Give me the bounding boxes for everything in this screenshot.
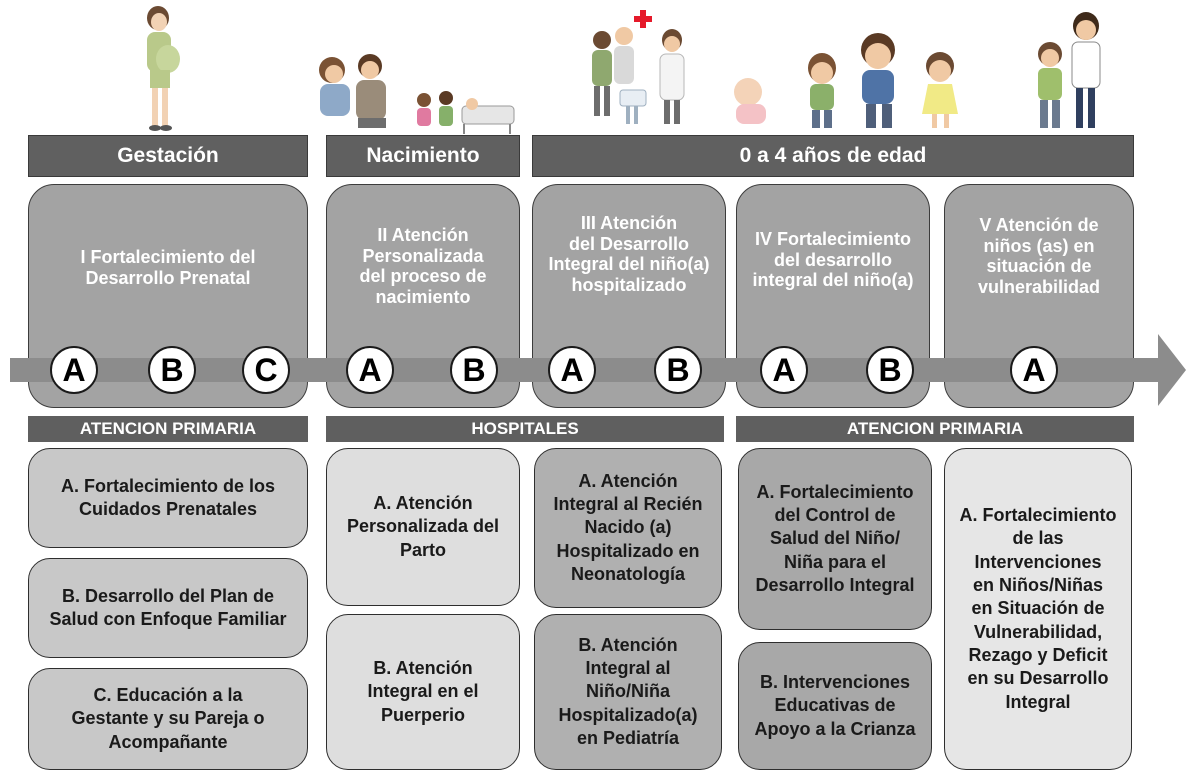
stage-header-0-4-years: 0 a 4 años de edad <box>532 135 1134 177</box>
category-hospitales: HOSPITALES <box>326 416 724 442</box>
badge-s5-a: A <box>1010 346 1058 394</box>
young-children-illustration <box>734 33 958 128</box>
older-children-illustration <box>1038 12 1101 128</box>
badge-s4-a: A <box>760 346 808 394</box>
component-g2-a: A. Atención Personalizada del Parto <box>326 448 520 606</box>
badge-s2-a: A <box>346 346 394 394</box>
pregnant-woman-illustration <box>147 6 180 131</box>
component-g2-b: B. Atención Integral en el Puerperio <box>326 614 520 770</box>
badge-s1-a: A <box>50 346 98 394</box>
component-g3-b: B. Atención Integral al Niño/Niña Hospit… <box>534 614 722 770</box>
badge-s1-c: C <box>242 346 290 394</box>
component-g1-c: C. Educación a la Gestante y su Pareja o… <box>28 668 308 770</box>
section-ii-birth: II Atención Personalizada del proceso de… <box>326 184 520 408</box>
badge-s3-a: A <box>548 346 596 394</box>
badge-s3-b: B <box>654 346 702 394</box>
timeline-arrowhead-icon <box>1158 334 1186 406</box>
stage-header-nacimiento: Nacimiento <box>326 135 520 177</box>
component-g1-a: A. Fortalecimiento de los Cuidados Prena… <box>28 448 308 548</box>
component-g4-b: B. Intervenciones Educativas de Apoyo a … <box>738 642 932 770</box>
badge-s2-b: B <box>450 346 498 394</box>
family-birth-illustration <box>319 54 515 134</box>
hospital-staff-illustration <box>592 10 685 124</box>
category-atencion-primaria-left: ATENCION PRIMARIA <box>28 416 308 442</box>
category-atencion-primaria-right: ATENCION PRIMARIA <box>736 416 1134 442</box>
component-g3-a: A. Atención Integral al Recién Nacido (a… <box>534 448 722 608</box>
badge-s1-b: B <box>148 346 196 394</box>
component-g4-a: A. Fortalecimiento del Control de Salud … <box>738 448 932 630</box>
stage-header-gestacion: Gestación <box>28 135 308 177</box>
badge-s4-b: B <box>866 346 914 394</box>
component-g5-a: A. Fortalecimiento de las Intervenciones… <box>944 448 1132 770</box>
component-g1-b: B. Desarrollo del Plan de Salud con Enfo… <box>28 558 308 658</box>
